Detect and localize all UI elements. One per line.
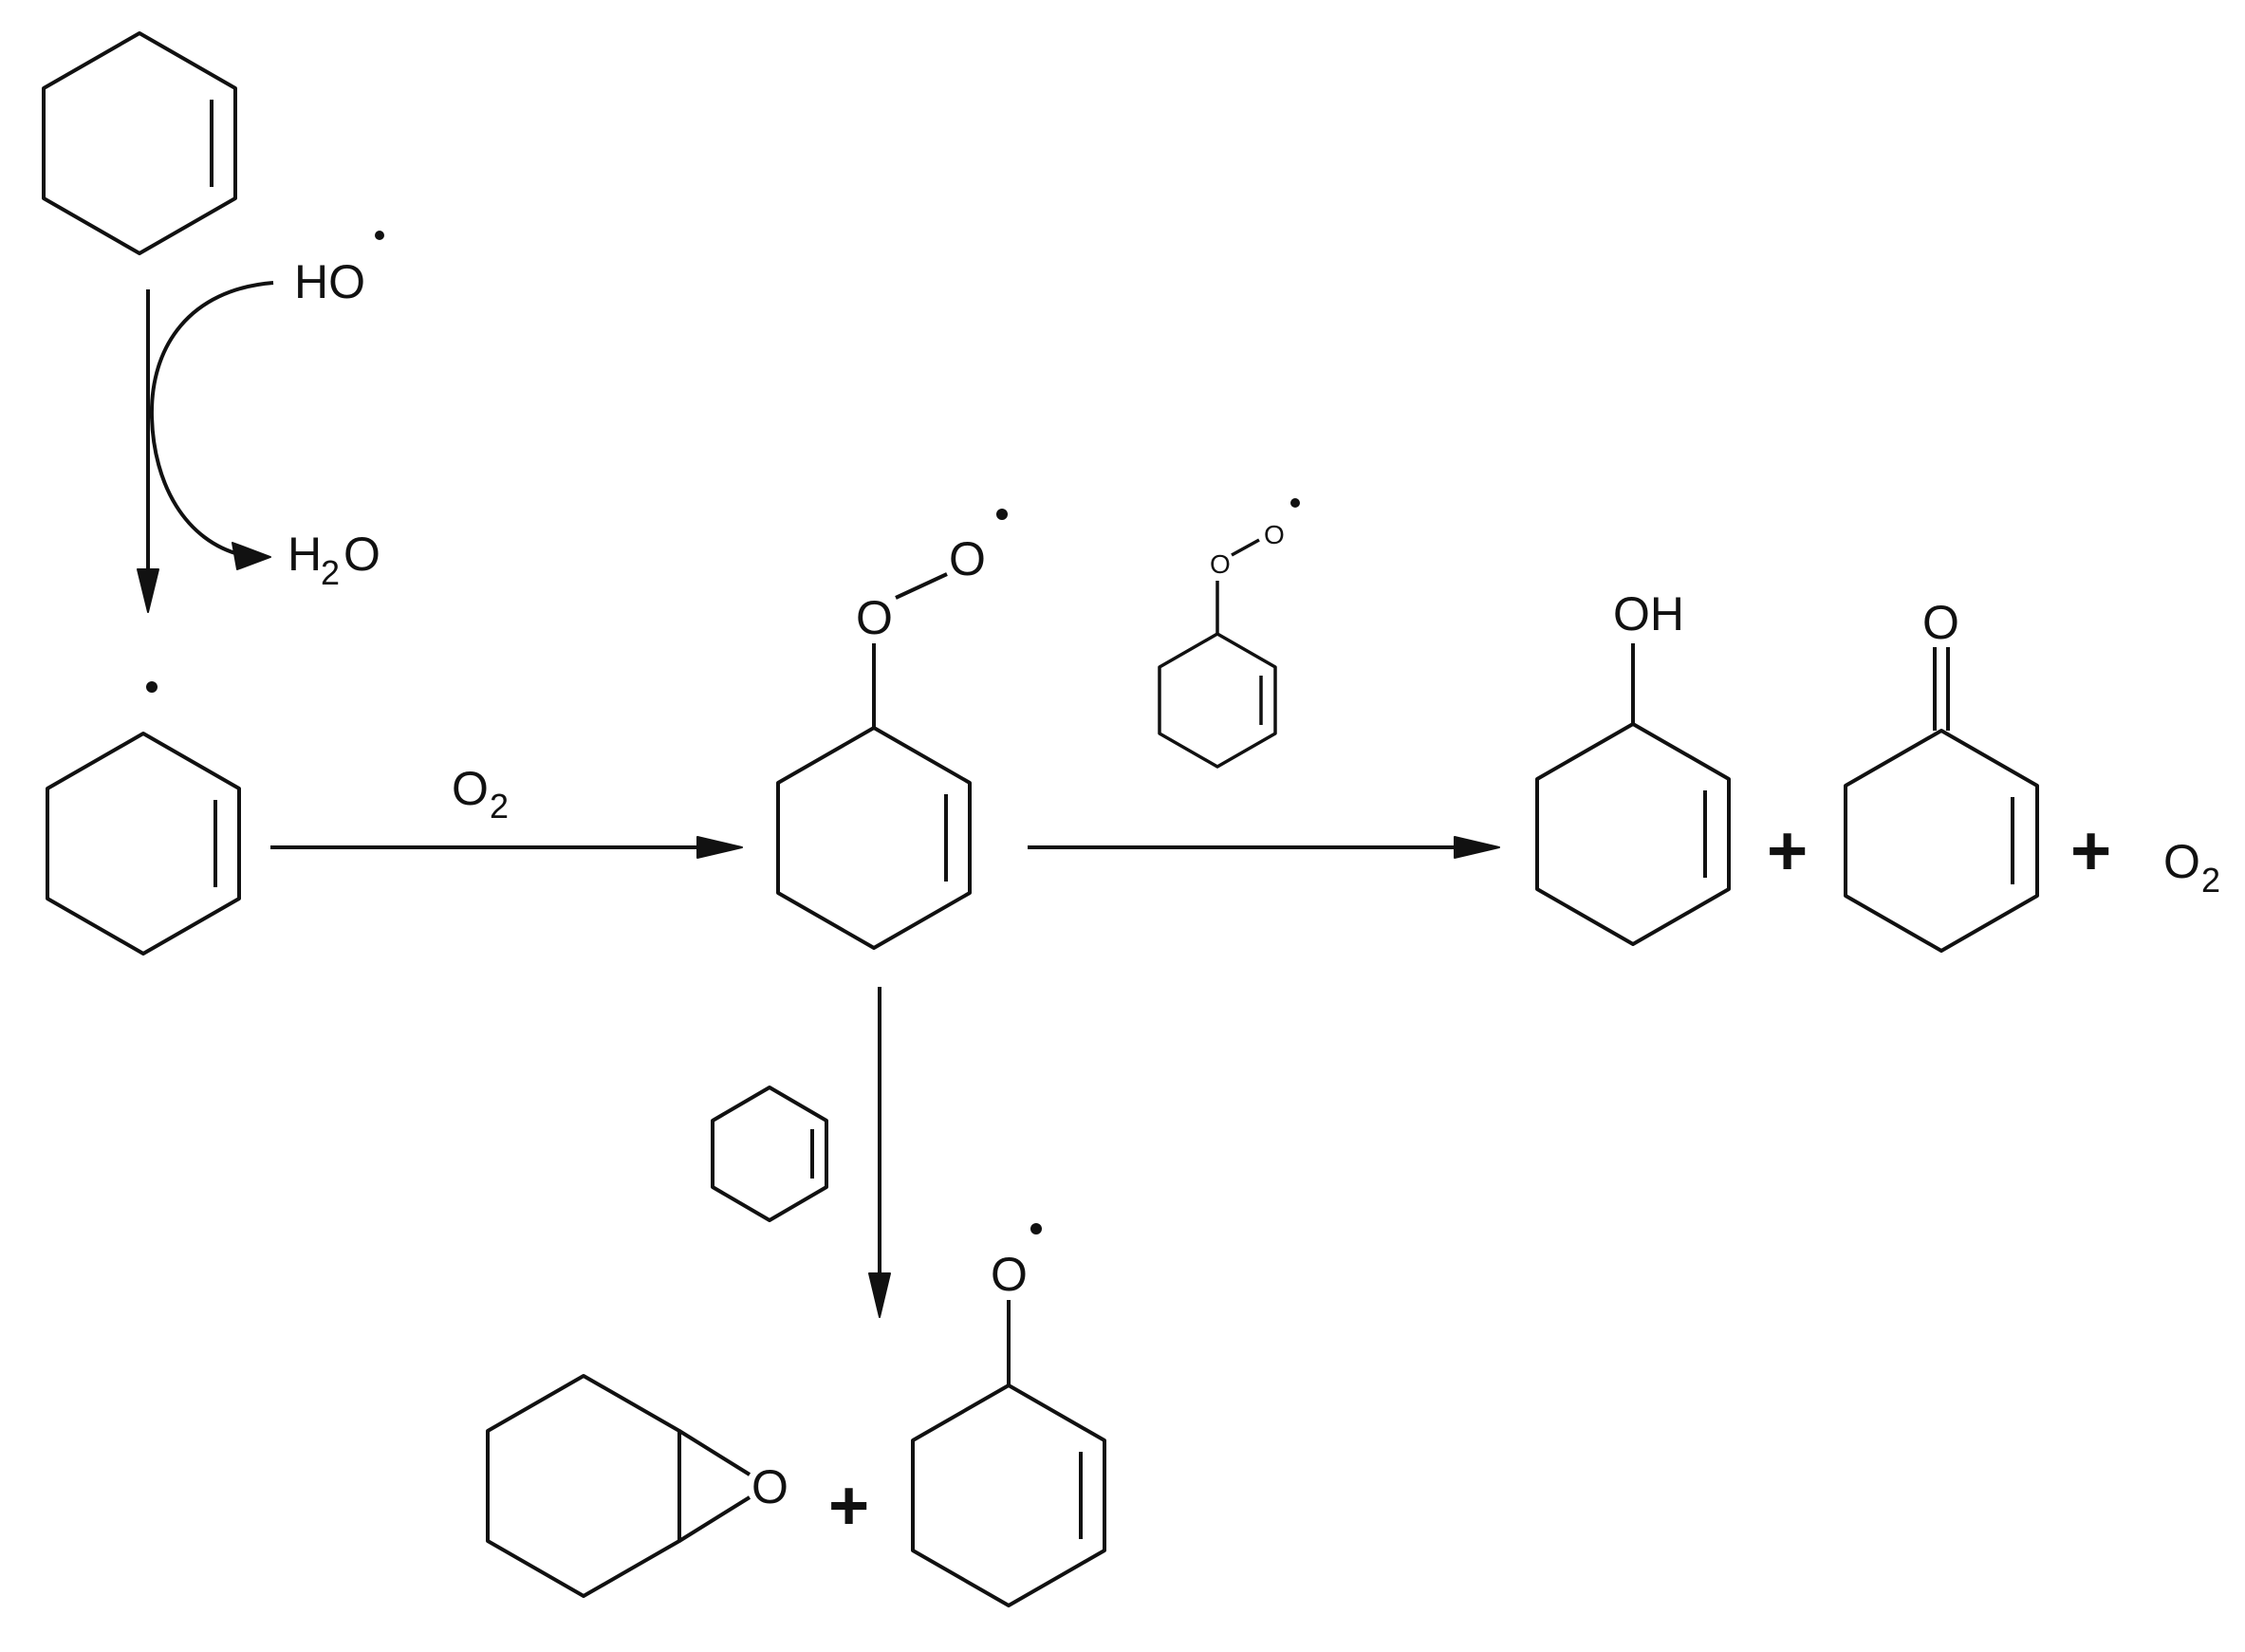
cyclohexenyloxy-radical — [911, 1300, 1106, 1607]
cyclohexene-start — [42, 31, 237, 255]
cyclohexenone — [1844, 647, 2039, 953]
alkoxy-radical-dot — [1030, 1223, 1042, 1234]
alcohol-oh-label: OH — [1613, 587, 1684, 640]
cyclohexene-oxide — [486, 1374, 751, 1598]
allyl-radical-dot — [146, 681, 158, 693]
alkoxy-oxygen-label: O — [991, 1248, 1028, 1301]
peroxy-catalyst-structure — [1158, 538, 1277, 769]
ketone-oxygen-label: O — [1922, 596, 1959, 649]
catalyst-radical-dot — [1290, 498, 1300, 508]
plus-sign-1: + — [1767, 811, 1808, 890]
svg-text:2: 2 — [321, 553, 340, 592]
hydroxyl-radical-label: HO — [294, 255, 365, 308]
hydroxyl-radical-dot — [375, 231, 384, 240]
cyclohexenol — [1535, 643, 1731, 946]
oxygen-product-subscript: 2 — [2201, 861, 2220, 900]
cyclohexene-reagent — [711, 1086, 828, 1222]
water-label: H 2 O — [288, 528, 380, 592]
epoxide-oxygen-label: O — [751, 1460, 789, 1513]
curved-arrow — [149, 281, 274, 570]
oxygenation-arrow — [270, 836, 743, 859]
svg-text:H: H — [288, 528, 322, 581]
plus-sign-bottom: + — [828, 1466, 869, 1545]
oxygen-product-label: O — [2163, 835, 2200, 888]
cyclohexenyl-radical — [46, 732, 241, 956]
oxygen-reagent-subscript: 2 — [490, 787, 509, 826]
svg-text:O: O — [343, 528, 380, 581]
oxygen-reagent-label: O — [452, 762, 489, 815]
termination-arrow — [1028, 836, 1500, 859]
catalyst-oxygen-1: O — [1210, 549, 1231, 579]
abstraction-arrow — [137, 289, 159, 613]
peroxy-radical — [776, 572, 972, 950]
peroxy-oxygen-2: O — [949, 532, 986, 585]
peroxy-radical-dot — [996, 509, 1008, 520]
plus-sign-2: + — [2070, 811, 2111, 890]
epoxidation-arrow — [868, 987, 891, 1318]
catalyst-oxygen-2: O — [1264, 520, 1285, 549]
peroxy-oxygen-1: O — [856, 591, 893, 644]
